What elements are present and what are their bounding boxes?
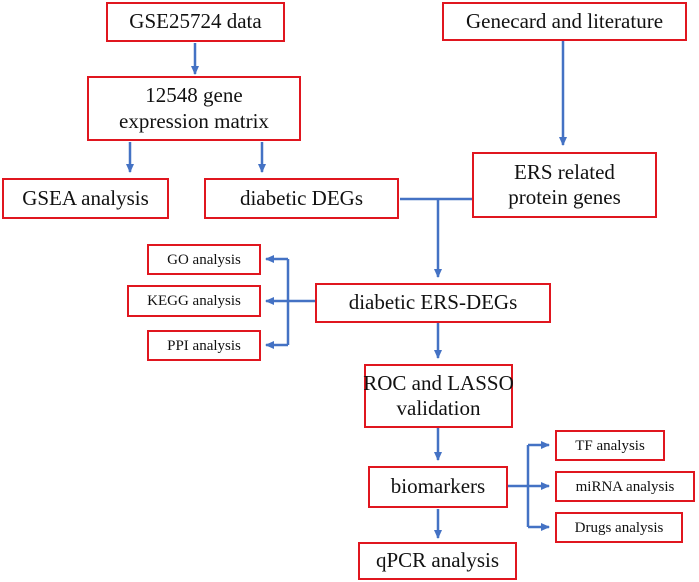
node-ers-protein-genes: ERS related protein genes <box>472 152 657 218</box>
node-roc-lasso-line1: ROC and LASSO <box>363 370 514 395</box>
node-diabetic-ers-degs: diabetic ERS-DEGs <box>315 283 551 323</box>
node-biomarkers: biomarkers <box>368 466 508 508</box>
node-kegg-analysis: KEGG analysis <box>127 285 261 317</box>
node-expression-matrix-line2: expression matrix <box>119 108 269 133</box>
node-gsea-analysis: GSEA analysis <box>2 178 169 219</box>
node-roc-lasso-line2: validation <box>396 396 481 420</box>
node-ppi-analysis: PPI analysis <box>147 330 261 361</box>
node-genecard-literature: Genecard and literature <box>442 2 687 41</box>
node-expression-matrix: 12548 gene expression matrix <box>87 76 301 141</box>
node-go-analysis: GO analysis <box>147 244 261 275</box>
node-diabetic-degs: diabetic DEGs <box>204 178 399 219</box>
node-roc-lasso-validation: ROC and LASSO validation <box>363 364 514 428</box>
node-qpcr-analysis: qPCR analysis <box>358 542 517 580</box>
node-mirna-analysis: miRNA analysis <box>555 471 695 502</box>
node-tf-analysis: TF analysis <box>555 430 665 461</box>
node-gse-data: GSE25724 data <box>106 2 285 42</box>
node-ers-protein-genes-line2: protein genes <box>508 185 621 209</box>
node-expression-matrix-line1: 12548 gene <box>145 83 243 108</box>
node-ers-protein-genes-line1: ERS related <box>514 159 615 184</box>
node-drugs-analysis: Drugs analysis <box>555 512 683 543</box>
